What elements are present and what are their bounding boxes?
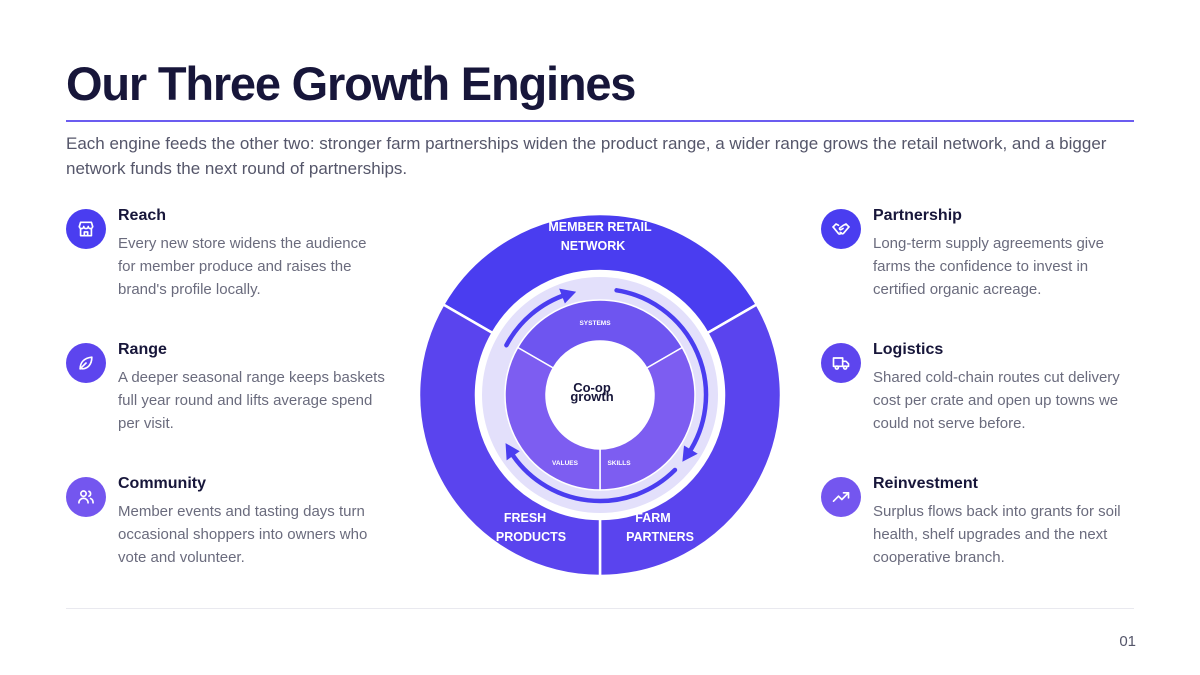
center-label-line-2: growth: [570, 389, 613, 404]
item-title: Partnership: [873, 207, 962, 224]
outer-label-fresh-products-1: FRESH: [504, 511, 546, 525]
page-number: 01: [1119, 633, 1136, 650]
center-label-line-1: Co-op: [573, 380, 611, 395]
item-description: Surplus flows back into grants for soil …: [873, 503, 1121, 566]
truck-icon: [821, 343, 861, 383]
item-description: Long-term supply agreements give farms t…: [873, 235, 1104, 298]
users-icon: [66, 477, 106, 517]
leaf-icon: [66, 343, 106, 383]
inner-label-values: VALUES: [552, 460, 579, 467]
outer-label-member-retail-network-1: MEMBER RETAIL: [548, 220, 652, 234]
inner-label-skills: SKILLS: [607, 460, 631, 467]
outer-label-farm-partners-1: FARM: [635, 511, 670, 525]
store-icon: [66, 209, 106, 249]
item-title: Reinvestment: [873, 475, 978, 492]
center-disc: [546, 341, 654, 449]
cycle-arrowhead-3: [505, 443, 520, 461]
outer-label-farm-partners-2: PARTNERS: [626, 530, 694, 544]
trending-up-icon: [821, 477, 861, 517]
item-description: A deeper seasonal range keeps baskets fu…: [118, 369, 385, 432]
handshake-icon: [821, 209, 861, 249]
footer-divider: [66, 608, 1134, 609]
inner-label-systems: SYSTEMS: [579, 320, 611, 327]
outer-label-member-retail-network-2: NETWORK: [561, 239, 626, 253]
item-title: Reach: [118, 207, 167, 224]
item-description: Every new store widens the audience for …: [118, 235, 367, 298]
cycle-arrow-arc-3: [507, 448, 678, 504]
cycle-arrowhead-1: [559, 288, 577, 304]
cycle-arrow-arc-2: [614, 288, 709, 457]
cycle-arrows: [504, 288, 709, 504]
item-description: Shared cold-chain routes cut delivery co…: [873, 369, 1120, 432]
page-subtitle: Each engine feeds the other two: stronge…: [66, 134, 1107, 178]
item-title: Community: [118, 475, 206, 492]
outer-label-fresh-products-2: PRODUCTS: [496, 530, 566, 544]
cycle-arrowhead-2: [682, 445, 698, 462]
title-divider: [66, 120, 1134, 122]
growth-wheel-diagram: Co-op growth MEMBER RETAIL NETWORK FARM …: [417, 212, 783, 578]
page-title: Our Three Growth Engines: [66, 57, 636, 110]
item-description: Member events and tasting days turn occa…: [118, 503, 368, 566]
cycle-arrow-arc-1: [504, 291, 570, 348]
inner-ring: [504, 299, 696, 491]
item-title: Range: [118, 341, 167, 358]
item-title: Logistics: [873, 341, 944, 358]
